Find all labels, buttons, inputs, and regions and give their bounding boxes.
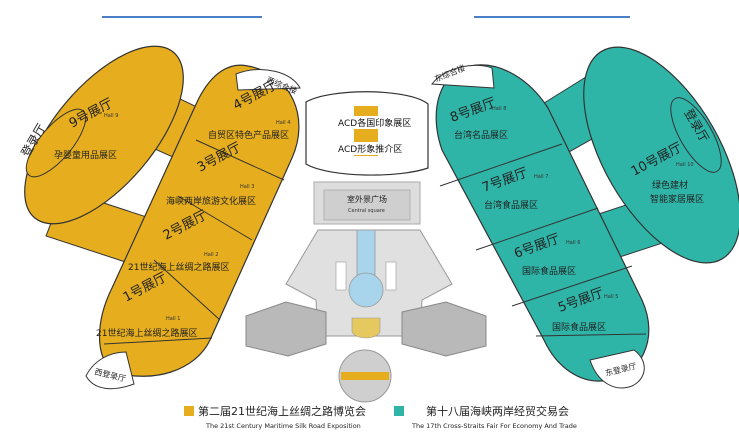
hall-2-desc: 21世纪海上丝绸之路展区: [128, 261, 229, 273]
acd-label-1: ACD各国印象展区: [338, 117, 411, 129]
plaza-planter-right: [385, 261, 397, 291]
hall-7-desc: 台湾食品展区: [484, 199, 538, 211]
hall-5-desc: 国际食品展区: [552, 321, 606, 333]
water-channel: [356, 229, 376, 279]
east-annex-building: [401, 301, 487, 357]
hall-3-desc: 海峡两岸旅游文化展区: [166, 195, 256, 207]
hall-9-en: Hall 9: [104, 113, 118, 119]
east-rooftop-shape: [431, 64, 495, 89]
divider-gate-east: [535, 333, 647, 337]
hall-1-desc: 21世纪海上丝绸之路展区: [96, 327, 197, 339]
hall-7-en: Hall 7: [534, 174, 548, 180]
plaza-planter-left: [335, 261, 347, 291]
hall-6-en: Hall 6: [566, 240, 580, 246]
divider-7-6: [475, 207, 599, 251]
divider-3-4: [195, 139, 285, 181]
hall-4-en: Hall 4: [276, 120, 290, 126]
divider-2-3: [177, 195, 253, 241]
central-square-label-zh: 室外景广场: [347, 194, 387, 204]
hall-10-en: Hall 10: [676, 162, 694, 168]
hall-9-desc: 孕婴童用品展区: [54, 149, 117, 161]
hall-3-en: Hall 3: [240, 184, 254, 190]
west-lobby-inner-shape: [25, 108, 87, 178]
hall-9-shape[interactable]: [0, 20, 212, 250]
divider-gate: [103, 337, 213, 345]
hall-10-desc2: 智能家居展区: [650, 193, 704, 205]
legend-cross-straits-zh: 第十八届海峡两岸经贸交易会: [426, 404, 569, 418]
hall-8-desc: 台湾名品展区: [454, 129, 508, 141]
legend-silk-road-zh: 第二届21世纪海上丝绸之路博览会: [198, 404, 366, 418]
divider-6-5: [511, 265, 633, 307]
east-gate-shape: [589, 349, 645, 389]
west-annex-building: [245, 301, 327, 357]
acd-label-bg-1: [336, 116, 410, 129]
acd-label-bg-2: [336, 142, 410, 155]
west-gate-shape: [85, 351, 135, 390]
hall-10-shape[interactable]: [552, 22, 739, 288]
legend-swatch-silk-road: [184, 406, 194, 416]
central-square-inner: [323, 189, 411, 221]
divider-1-2: [153, 259, 221, 321]
hall-4-desc: 自贸区特色产品展区: [208, 129, 289, 141]
hall-6-desc: 国际食品展区: [522, 265, 576, 277]
plaza-feature: [351, 317, 381, 339]
fountain: [348, 272, 384, 308]
divider-8-7: [439, 143, 563, 187]
hall-5-en: Hall 5: [604, 294, 618, 300]
east-lobby-inner-shape: [670, 97, 722, 173]
hall-2-en: Hall 2: [204, 252, 218, 258]
legend-silk-road-en: The 21st Century Maritime Silk Road Expo…: [205, 422, 361, 430]
bottom-gold-band: [341, 372, 389, 380]
acd-label-2: ACD形象推介区: [338, 143, 402, 155]
hall-10-desc: 绿色建材: [652, 179, 688, 191]
hall-8-en: Hall 8: [492, 106, 506, 112]
legend-cross-straits-en: The 17th Cross-Straits Fair For Economy …: [411, 422, 577, 430]
central-square-label-en: Central square: [348, 208, 385, 214]
legend-swatch-cross-straits: [394, 406, 404, 416]
west-rooftop-shape: [235, 69, 301, 91]
hall-1-en: Hall 1: [166, 316, 180, 322]
